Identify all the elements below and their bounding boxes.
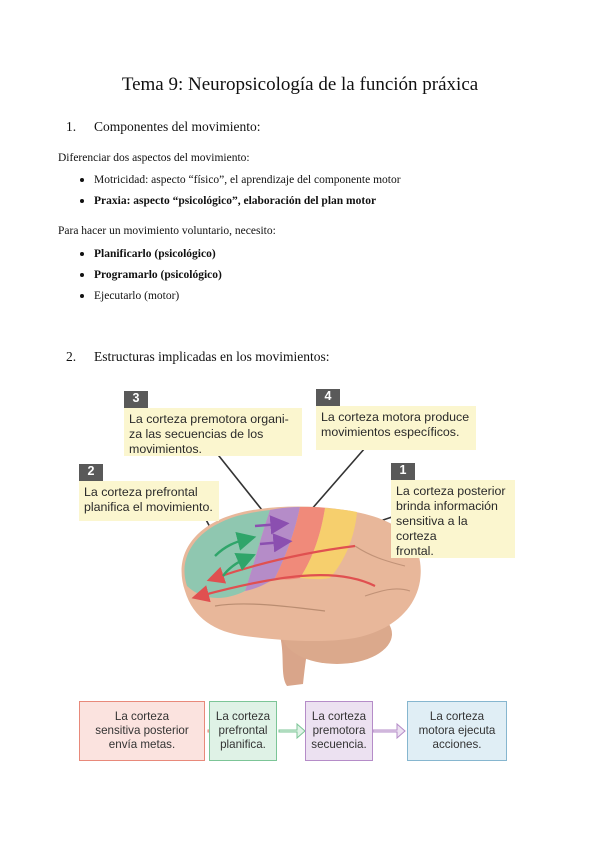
- flow-box-prefrontal: La corteza prefrontal planifica.: [209, 701, 277, 761]
- bullet-list-2: Planificarlo (psicológico) Programarlo (p…: [80, 246, 222, 309]
- label-prefrontal: La corteza prefrontal planifica el movim…: [79, 481, 219, 521]
- occipital-sulcus: [364, 588, 411, 597]
- section-number: 2.: [66, 349, 77, 364]
- list-item: Ejecutarlo (motor): [80, 288, 222, 309]
- flow-box-sensory: La corteza sensitiva posterior envía met…: [79, 701, 205, 761]
- paragraph-intro-2: Para hacer un movimiento voluntario, nec…: [58, 225, 276, 237]
- bullet-icon: [80, 273, 84, 277]
- label-premotor: La corteza premotora organi- za las secu…: [124, 408, 302, 456]
- label-number-4: 4: [316, 389, 340, 406]
- section-title: Componentes del movimiento:: [94, 119, 261, 134]
- callout-line-3: [214, 450, 271, 521]
- label-number-1: 1: [391, 463, 415, 480]
- arrow-posterior-to-prefrontal: [206, 544, 356, 584]
- arrow-prefrontal-to-premotor: [214, 532, 257, 557]
- list-item-text: Ejecutarlo (motor): [94, 290, 180, 302]
- list-item-text: Programarlo (psicológico): [94, 269, 222, 281]
- section-heading-1: 1. Componentes del movimiento:: [66, 119, 466, 137]
- label-posterior: La corteza posterior brinda información …: [391, 480, 515, 558]
- flow-arrow-2: [278, 722, 306, 740]
- motor-cortex-region: [275, 507, 325, 580]
- section-heading-2: 2. Estructuras implicadas en los movimie…: [66, 349, 466, 367]
- posterior-sulcus: [354, 545, 406, 567]
- bullet-icon: [80, 178, 84, 182]
- flow-arrow-3: [372, 722, 406, 740]
- prefrontal-cortex-region: [184, 510, 270, 598]
- bullet-icon: [80, 294, 84, 298]
- bullet-icon: [80, 252, 84, 256]
- arrow-premotor-to-motor-lower: [259, 533, 293, 553]
- motor-structures-figure: 3 La corteza premotora organi- za las se…: [75, 386, 520, 771]
- label-number-2: 2: [79, 464, 103, 481]
- flow-box-motor: La corteza motora ejecuta acciones.: [407, 701, 507, 761]
- list-item: Motricidad: aspecto “físico”, el aprendi…: [80, 172, 401, 193]
- list-item-text: Planificarlo (psicológico): [94, 248, 216, 260]
- brain-illustration: [181, 447, 421, 740]
- list-item: Praxia: aspecto “psicológico”, elaboraci…: [80, 193, 401, 214]
- arrow-sensory-to-prefrontal: [191, 574, 376, 603]
- list-item-text: Praxia: aspecto “psicológico”, elaboraci…: [94, 195, 377, 207]
- list-item-text: Motricidad: aspecto “físico”, el aprendi…: [94, 174, 401, 186]
- sensory-cortex-region: [300, 508, 357, 580]
- section-number: 1.: [66, 119, 77, 134]
- paragraph-intro-1: Diferenciar dos aspectos del movimiento:: [58, 152, 250, 164]
- label-number-3: 3: [124, 391, 148, 408]
- list-item: Planificarlo (psicológico): [80, 246, 222, 267]
- page-title: Tema 9: Neuropsicología de la función pr…: [121, 74, 479, 95]
- flow-box-premotor: La corteza premotora secuencia.: [305, 701, 373, 761]
- bullet-icon: [80, 199, 84, 203]
- lateral-sulcus: [214, 603, 326, 612]
- label-motor: La corteza motora produce movimientos es…: [316, 406, 476, 450]
- arrow-premotor-to-motor: [254, 515, 290, 535]
- list-item: Programarlo (psicológico): [80, 267, 222, 288]
- arrow-prefrontal-to-premotor-lower: [222, 552, 256, 577]
- section-title: Estructuras implicadas en los movimiento…: [94, 349, 330, 364]
- bullet-list-1: Motricidad: aspecto “físico”, el aprendi…: [80, 172, 401, 214]
